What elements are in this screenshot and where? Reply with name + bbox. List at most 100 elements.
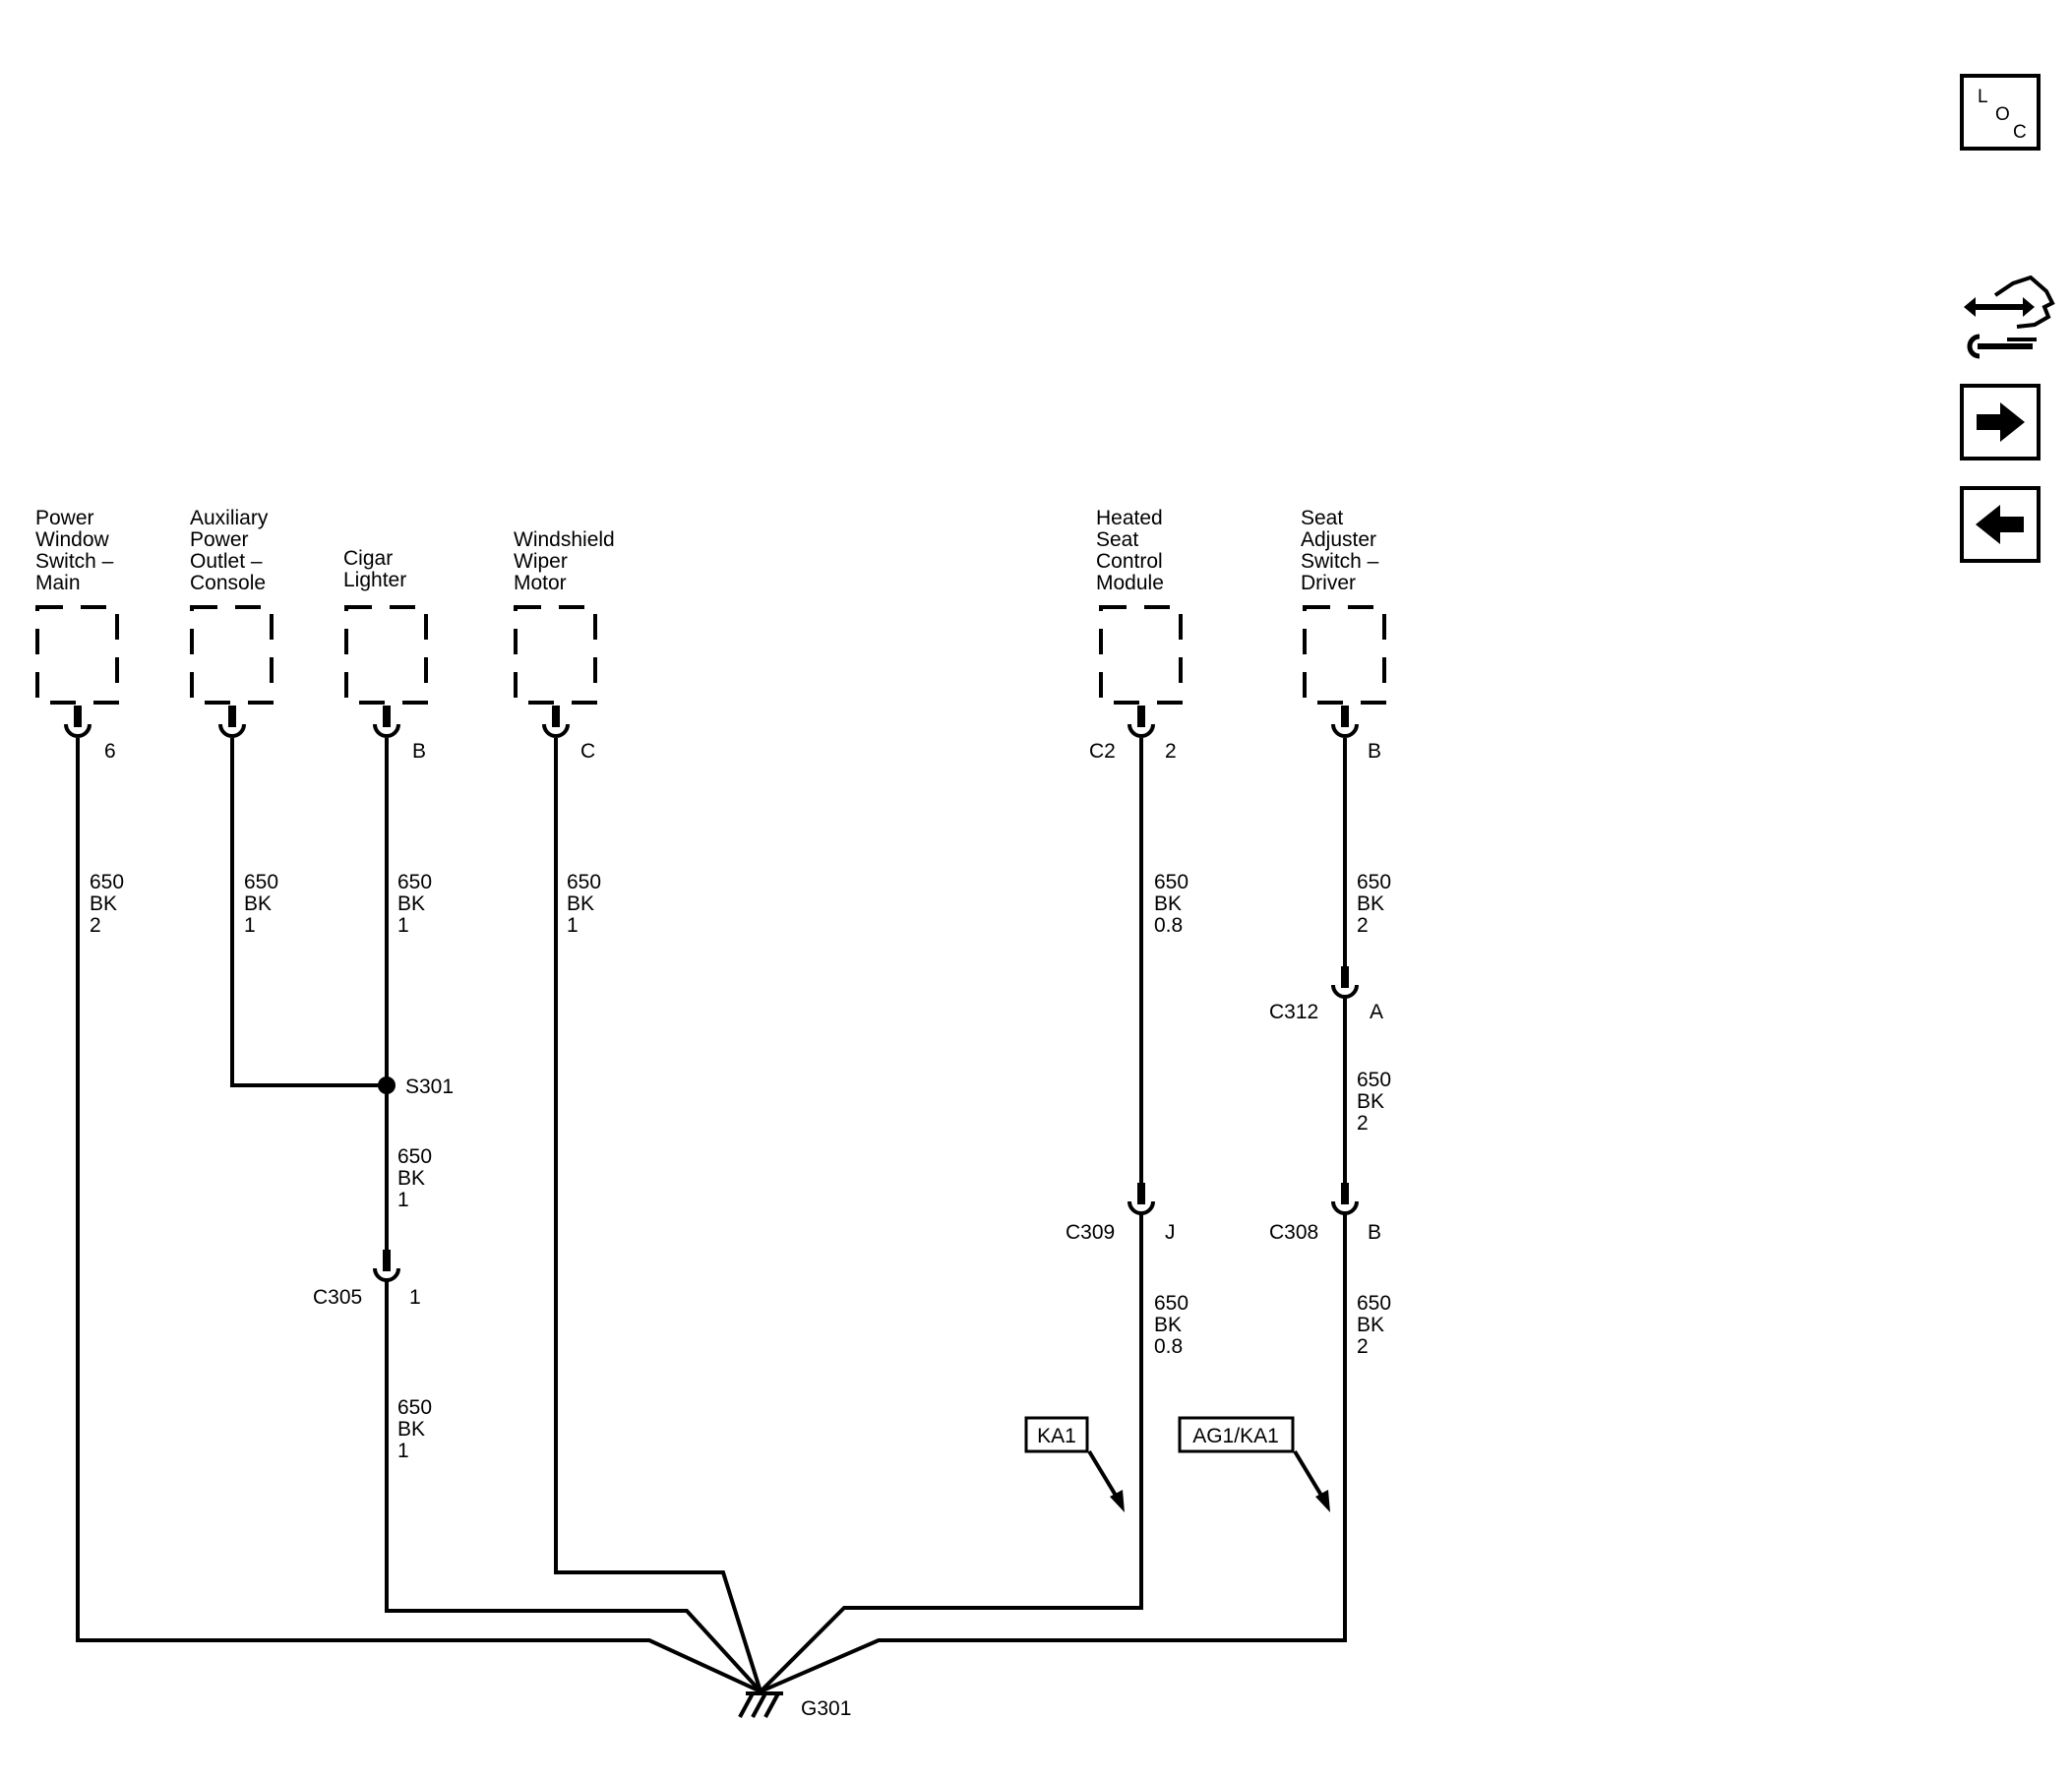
component-box	[190, 605, 274, 705]
terminal-sad: B	[1331, 706, 1381, 763]
pin-label: B	[412, 740, 426, 763]
wire-label-line: 2	[1357, 1335, 1369, 1358]
component-label-line: Seat	[1096, 528, 1138, 551]
pin-label: B	[1368, 1221, 1381, 1244]
wire-label-w11: 650 BK 2	[1357, 1292, 1391, 1358]
component-label-line: Main	[35, 572, 81, 594]
component-label-line: Heated	[1096, 507, 1163, 529]
option-tag-text: AG1/KA1	[1192, 1425, 1279, 1447]
component-label-line: Adjuster	[1301, 528, 1376, 551]
forward-arrow-icon[interactable]	[1960, 384, 2041, 461]
loc-letter-c: C	[2013, 122, 2027, 143]
terminal-apo	[218, 706, 246, 738]
component-label-line: Window	[35, 528, 110, 551]
component-cigar-lighter: Cigar Lighter	[343, 547, 428, 705]
wire-label-w6: 650 BK 2	[1357, 871, 1391, 937]
wire-label-line: 650	[397, 871, 432, 893]
wire-label-line: 1	[397, 914, 409, 937]
component-label-line: Auxiliary	[190, 507, 269, 529]
terminal-pws: 6	[64, 706, 116, 763]
component-label-line: Lighter	[343, 569, 406, 591]
component-label-line: Console	[190, 572, 266, 594]
option-tag-ka1: KA1	[1024, 1416, 1125, 1512]
wire-label-line: 650	[90, 871, 124, 893]
wire-label-w7: 650 BK 2	[1357, 1069, 1391, 1135]
component-box	[35, 605, 119, 705]
component-seat-adjuster-switch: Seat Adjuster Switch – Driver	[1301, 507, 1386, 705]
wire-label-line: 650	[1154, 871, 1188, 893]
pin-label: 1	[409, 1286, 421, 1309]
connector-label: C2	[1089, 740, 1116, 763]
wire-label-line: 650	[397, 1145, 432, 1168]
wire-label-w5: 650 BK 0.8	[1154, 871, 1188, 937]
component-box	[1303, 605, 1386, 705]
option-arrow-icon	[1110, 1490, 1125, 1512]
wire-label-line: BK	[397, 1418, 425, 1441]
component-windshield-wiper-motor: Windshield Wiper Motor	[514, 528, 615, 705]
terminal-hsc: C2 2	[1089, 706, 1177, 763]
option-tag-ag1ka1: AG1/KA1	[1178, 1416, 1330, 1512]
component-label-line: Windshield	[514, 528, 615, 551]
component-label-line: Wiper	[514, 550, 568, 573]
wire-label-line: 650	[1357, 871, 1391, 893]
wire-label-w10: 650 BK 0.8	[1154, 1292, 1188, 1358]
inline-connector-c308: C308 B	[1269, 1183, 1381, 1244]
inline-connector-c309: C309 J	[1066, 1183, 1176, 1244]
wire-label-line: 0.8	[1154, 914, 1183, 937]
wire-label-line: BK	[397, 892, 425, 915]
component-label-line: Power	[35, 507, 94, 529]
loc-icon[interactable]: L O C	[1960, 74, 2041, 151]
wire-label-line: 650	[397, 1396, 432, 1419]
pin-label: 2	[1165, 740, 1177, 763]
wire-label-line: 650	[1357, 1069, 1391, 1091]
wire-label-line: 2	[1357, 1112, 1369, 1135]
connector-label: C308	[1269, 1221, 1318, 1244]
inline-connector-c305: C305 1	[313, 1250, 421, 1309]
splice-label: S301	[405, 1075, 454, 1098]
wire-label-line: 650	[567, 871, 601, 893]
wire-label-line: 650	[244, 871, 278, 893]
harness-icon[interactable]	[1964, 275, 2055, 359]
component-label-line: Power	[190, 528, 249, 551]
component-box	[514, 605, 597, 705]
wire-label-line: BK	[567, 892, 594, 915]
component-label-line: Module	[1096, 572, 1164, 594]
option-arrow-icon	[1315, 1490, 1330, 1512]
wire-label-line: 1	[397, 1440, 409, 1462]
pin-label: B	[1368, 740, 1381, 763]
component-box	[344, 605, 428, 705]
component-label-line: Switch –	[35, 550, 114, 573]
wire-label-w2: 650 BK 1	[244, 871, 278, 937]
option-tag-text: KA1	[1037, 1425, 1076, 1447]
wires	[76, 738, 1347, 1694]
wire-label-w3: 650 BK 1	[397, 871, 432, 937]
wire-label-line: BK	[1357, 892, 1384, 915]
wire-label-line: 2	[1357, 914, 1369, 937]
wire-label-w8: 650 BK 1	[397, 1145, 432, 1211]
wire-label-line: 1	[567, 914, 579, 937]
back-arrow-icon[interactable]	[1960, 486, 2041, 563]
wire-label-line: BK	[1154, 892, 1182, 915]
component-power-window-switch: Power Window Switch – Main	[35, 507, 119, 705]
connector-label: C312	[1269, 1001, 1318, 1023]
component-label-line: Outlet –	[190, 550, 263, 573]
wire-label-w9: 650 BK 1	[397, 1396, 432, 1462]
wire-label-line: BK	[1357, 1090, 1384, 1113]
connector-label: C305	[313, 1286, 362, 1309]
wire-label-line: 2	[90, 914, 101, 937]
component-label-line: Control	[1096, 550, 1163, 573]
pin-label: C	[580, 740, 595, 763]
wire-label-line: 650	[1154, 1292, 1188, 1315]
pin-label: 6	[104, 740, 116, 763]
component-label-line: Driver	[1301, 572, 1356, 594]
terminal-wwm: C	[542, 706, 595, 763]
component-heated-seat-control-module: Heated Seat Control Module	[1096, 507, 1183, 705]
wire-label-line: BK	[90, 892, 117, 915]
wire-label-line: BK	[397, 1167, 425, 1190]
wire-label-w4: 650 BK 1	[567, 871, 601, 937]
wire-label-w1: 650 BK 2	[90, 871, 124, 937]
splice-s301: S301	[378, 1075, 454, 1098]
component-label-line: Motor	[514, 572, 567, 594]
component-auxiliary-power-outlet: Auxiliary Power Outlet – Console	[190, 507, 274, 705]
